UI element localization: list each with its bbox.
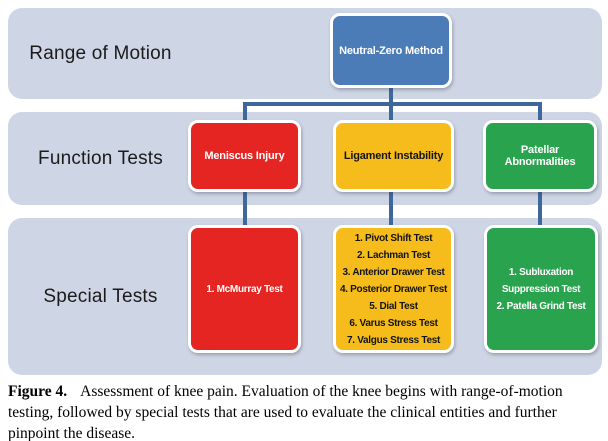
figure-caption-text: Assessment of knee pain. Evaluation of t… bbox=[8, 383, 563, 441]
ligament-instability-box: Ligament Instability bbox=[333, 120, 454, 192]
special-test-item: 1. Subluxation Suppression Test bbox=[501, 266, 581, 295]
row-label-range-of-motion: Range of Motion bbox=[29, 42, 172, 64]
special-test-item: 7. Valgus Stress Test bbox=[346, 334, 440, 346]
connector-patellar-to-special bbox=[538, 190, 542, 227]
mcmurray-test-box: 1. McMurray Test bbox=[188, 225, 301, 353]
ligament-instability-label: Ligament Instability bbox=[343, 150, 444, 162]
special-test-item: 1. Pivot Shift Test bbox=[354, 232, 433, 244]
row-label-function-tests: Function Tests bbox=[38, 147, 163, 169]
neutral-zero-method-label: Neutral-Zero Method bbox=[339, 44, 443, 57]
figure-caption-label: Figure 4. bbox=[8, 383, 68, 400]
meniscus-injury-box: Meniscus Injury bbox=[188, 120, 301, 192]
neutral-zero-method-box: Neutral-Zero Method bbox=[330, 13, 452, 88]
meniscus-injury-label: Meniscus Injury bbox=[204, 150, 285, 162]
patellar-abnormalities-box: Patellar Abnormalities bbox=[483, 120, 597, 192]
special-test-item: 6. Varus Stress Test bbox=[349, 317, 438, 329]
figure-caption: Figure 4.Assessment of knee pain. Evalua… bbox=[8, 381, 606, 441]
special-test-item: 5. Dial Test bbox=[369, 300, 418, 312]
special-test-item: 2. Patella Grind Test bbox=[496, 300, 586, 312]
ligament-special-tests-box: 1. Pivot Shift Test 2. Lachman Test 3. A… bbox=[333, 225, 454, 353]
patellar-special-tests-box: 1. Subluxation Suppression Test 2. Patel… bbox=[484, 225, 598, 353]
connector-horizontal-branch bbox=[243, 102, 542, 106]
connector-meniscus-drop bbox=[243, 102, 247, 122]
special-test-item: 2. Lachman Test bbox=[356, 249, 431, 261]
range-of-motion-band: Range of Motion bbox=[8, 8, 602, 99]
connector-meniscus-to-special bbox=[243, 190, 247, 227]
connector-patellar-drop bbox=[538, 102, 542, 122]
special-test-item: 3. Anterior Drawer Test bbox=[342, 266, 445, 278]
special-test-item: 4. Posterior Drawer Test bbox=[339, 283, 448, 295]
patellar-abnormalities-label: Patellar Abnormalities bbox=[504, 144, 576, 168]
row-label-special-tests: Special Tests bbox=[43, 285, 158, 307]
special-test-item: 1. McMurray Test bbox=[206, 283, 283, 295]
connector-ligament-to-special bbox=[389, 190, 393, 227]
